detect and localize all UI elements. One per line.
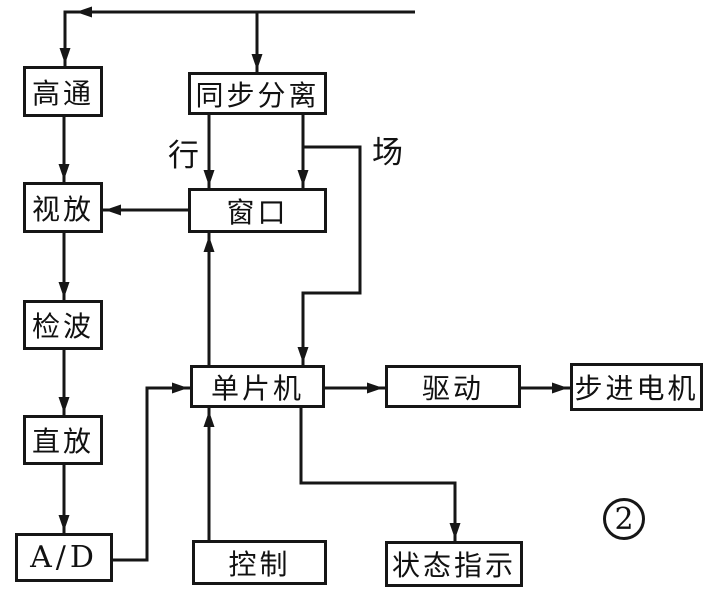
node-status-indicator: 状态指示 — [385, 541, 523, 587]
node-video-amp: 视放 — [23, 182, 103, 233]
edge-field-sync-bypass-to-mcu — [301, 145, 362, 365]
arrowhead-field-sync-bypass-to-mcu-down — [297, 347, 309, 363]
label-field-sync: 场 — [372, 135, 403, 170]
edge-video-input-to-high-pass — [63, 10, 415, 66]
node-stepper-motor: 步进电机 — [570, 363, 703, 411]
circled-2-badge: 2 — [603, 498, 645, 540]
arrowhead-video-input-to-high-pass-left — [76, 6, 92, 18]
arrowhead-dc-amp-to-adc-down — [58, 515, 70, 531]
arrowhead-video-amp-to-detector-down — [58, 282, 70, 298]
node-dc-amp: 直放 — [23, 415, 103, 465]
label-line-sync: 行 — [168, 138, 199, 173]
arrowhead-high-pass-to-video-amp-down — [58, 164, 70, 180]
arrowhead-line-sync-to-window-down — [203, 170, 215, 186]
edge-mcu-to-status-indicator — [299, 408, 457, 541]
arrowhead-control-to-mcu-up — [203, 411, 215, 427]
arrowhead-mcu-to-window-up — [203, 236, 215, 252]
node-detector: 检波 — [23, 300, 103, 350]
arrowhead-video-input-to-sync-separator-down — [251, 54, 263, 70]
node-driver: 驱动 — [385, 365, 521, 408]
arrowhead-field-sync-to-window-down — [297, 170, 309, 186]
arrowhead-adc-to-mcu-right — [172, 382, 188, 394]
arrowhead-video-input-to-high-pass-down — [59, 48, 71, 64]
node-window: 窗口 — [188, 188, 327, 233]
arrowhead-detector-to-dc-amp-down — [58, 397, 70, 413]
arrowhead-mcu-to-driver-right — [367, 382, 383, 394]
node-sync-separator: 同步分离 — [188, 72, 327, 115]
arrowhead-window-to-video-amp-left — [105, 204, 121, 216]
node-adc: A/D — [15, 533, 113, 582]
node-control: 控制 — [192, 540, 327, 585]
edge-adc-to-mcu — [113, 386, 190, 562]
arrowhead-driver-to-stepper-motor-right — [552, 382, 568, 394]
node-mcu: 单片机 — [190, 365, 325, 408]
node-high-pass: 高通 — [23, 66, 103, 117]
arrowhead-mcu-to-status-indicator-down — [449, 523, 461, 539]
